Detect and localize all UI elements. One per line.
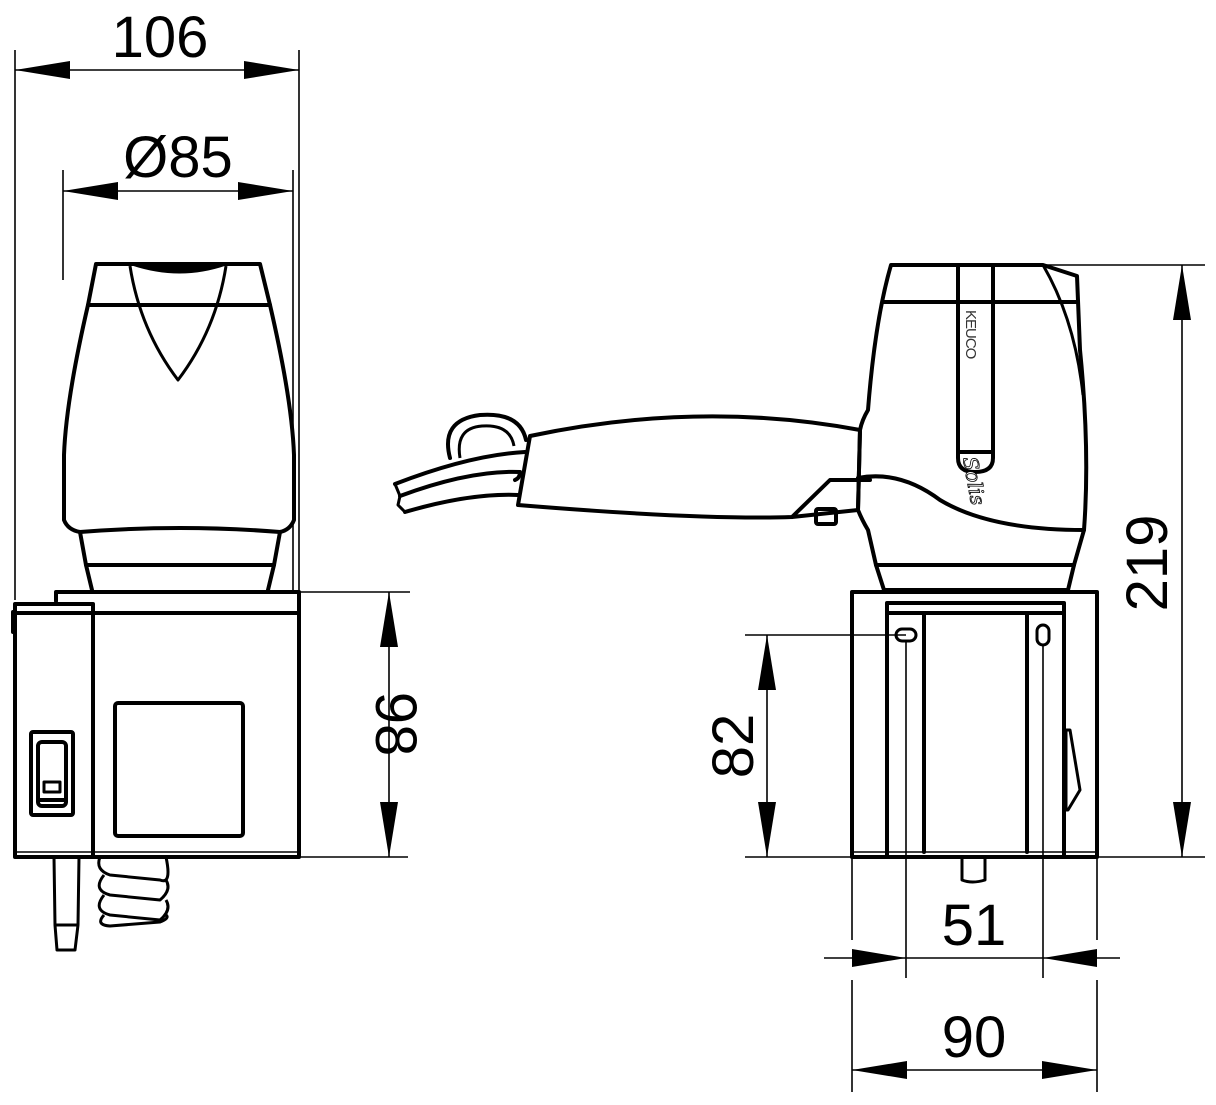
dimension-label-219: 219	[1115, 515, 1180, 612]
dryer-body-front	[62, 262, 296, 592]
arrow-left	[1043, 949, 1097, 967]
dimension-label-90: 90	[942, 1005, 1007, 1070]
arrow-down	[1173, 802, 1191, 857]
side-view: KEUCO Solis 219	[393, 263, 1205, 1092]
dimension-hole-spacing: 51	[824, 640, 1120, 978]
power-switch[interactable]	[29, 730, 75, 817]
dimension-label-106: 106	[112, 5, 209, 70]
arrow-down	[758, 802, 776, 857]
dimension-label-98: 98	[363, 692, 428, 757]
arrow-right	[244, 61, 299, 79]
holder-outline	[850, 590, 1099, 859]
arrow-left	[63, 182, 118, 200]
arrow-left	[852, 1061, 907, 1079]
arrow-right	[1042, 1061, 1097, 1079]
side-switch[interactable]	[1064, 728, 1082, 812]
dimension-overall-width: 106	[14, 5, 300, 600]
trigger-button[interactable]	[814, 507, 838, 526]
product-name: Solis	[958, 455, 990, 507]
dimension-mount-height: 82	[701, 634, 906, 858]
wall-holder-front	[11, 590, 301, 952]
dimension-label-51: 51	[942, 893, 1007, 958]
arrow-left	[15, 61, 70, 79]
dimension-label-85: Ø85	[123, 125, 233, 190]
brand-logo: KEUCO	[962, 310, 979, 359]
mounting-slot-right	[1035, 623, 1051, 647]
dimension-label-82: 82	[701, 714, 766, 779]
arrow-right	[238, 182, 293, 200]
dryer-body-side: KEUCO Solis	[856, 263, 1089, 592]
front-view: 106 Ø85	[11, 5, 428, 952]
cord-stub	[960, 857, 987, 884]
arrow-up	[380, 592, 398, 647]
coiled-cable	[97, 856, 170, 928]
arrow-up	[758, 635, 776, 690]
dryer-handle	[393, 412, 872, 526]
dimension-holder-depth: 90	[851, 857, 1098, 1092]
arrow-down	[380, 802, 398, 857]
dimension-holder-height: 98	[299, 591, 428, 858]
label-plate	[113, 701, 245, 838]
dimension-body-diameter: Ø85	[62, 125, 294, 592]
wall-holder-side	[850, 590, 1099, 884]
power-cord	[52, 856, 81, 952]
arrow-right	[852, 949, 906, 967]
arrow-up	[1173, 265, 1191, 320]
dimension-overall-height: 219	[1043, 264, 1205, 858]
